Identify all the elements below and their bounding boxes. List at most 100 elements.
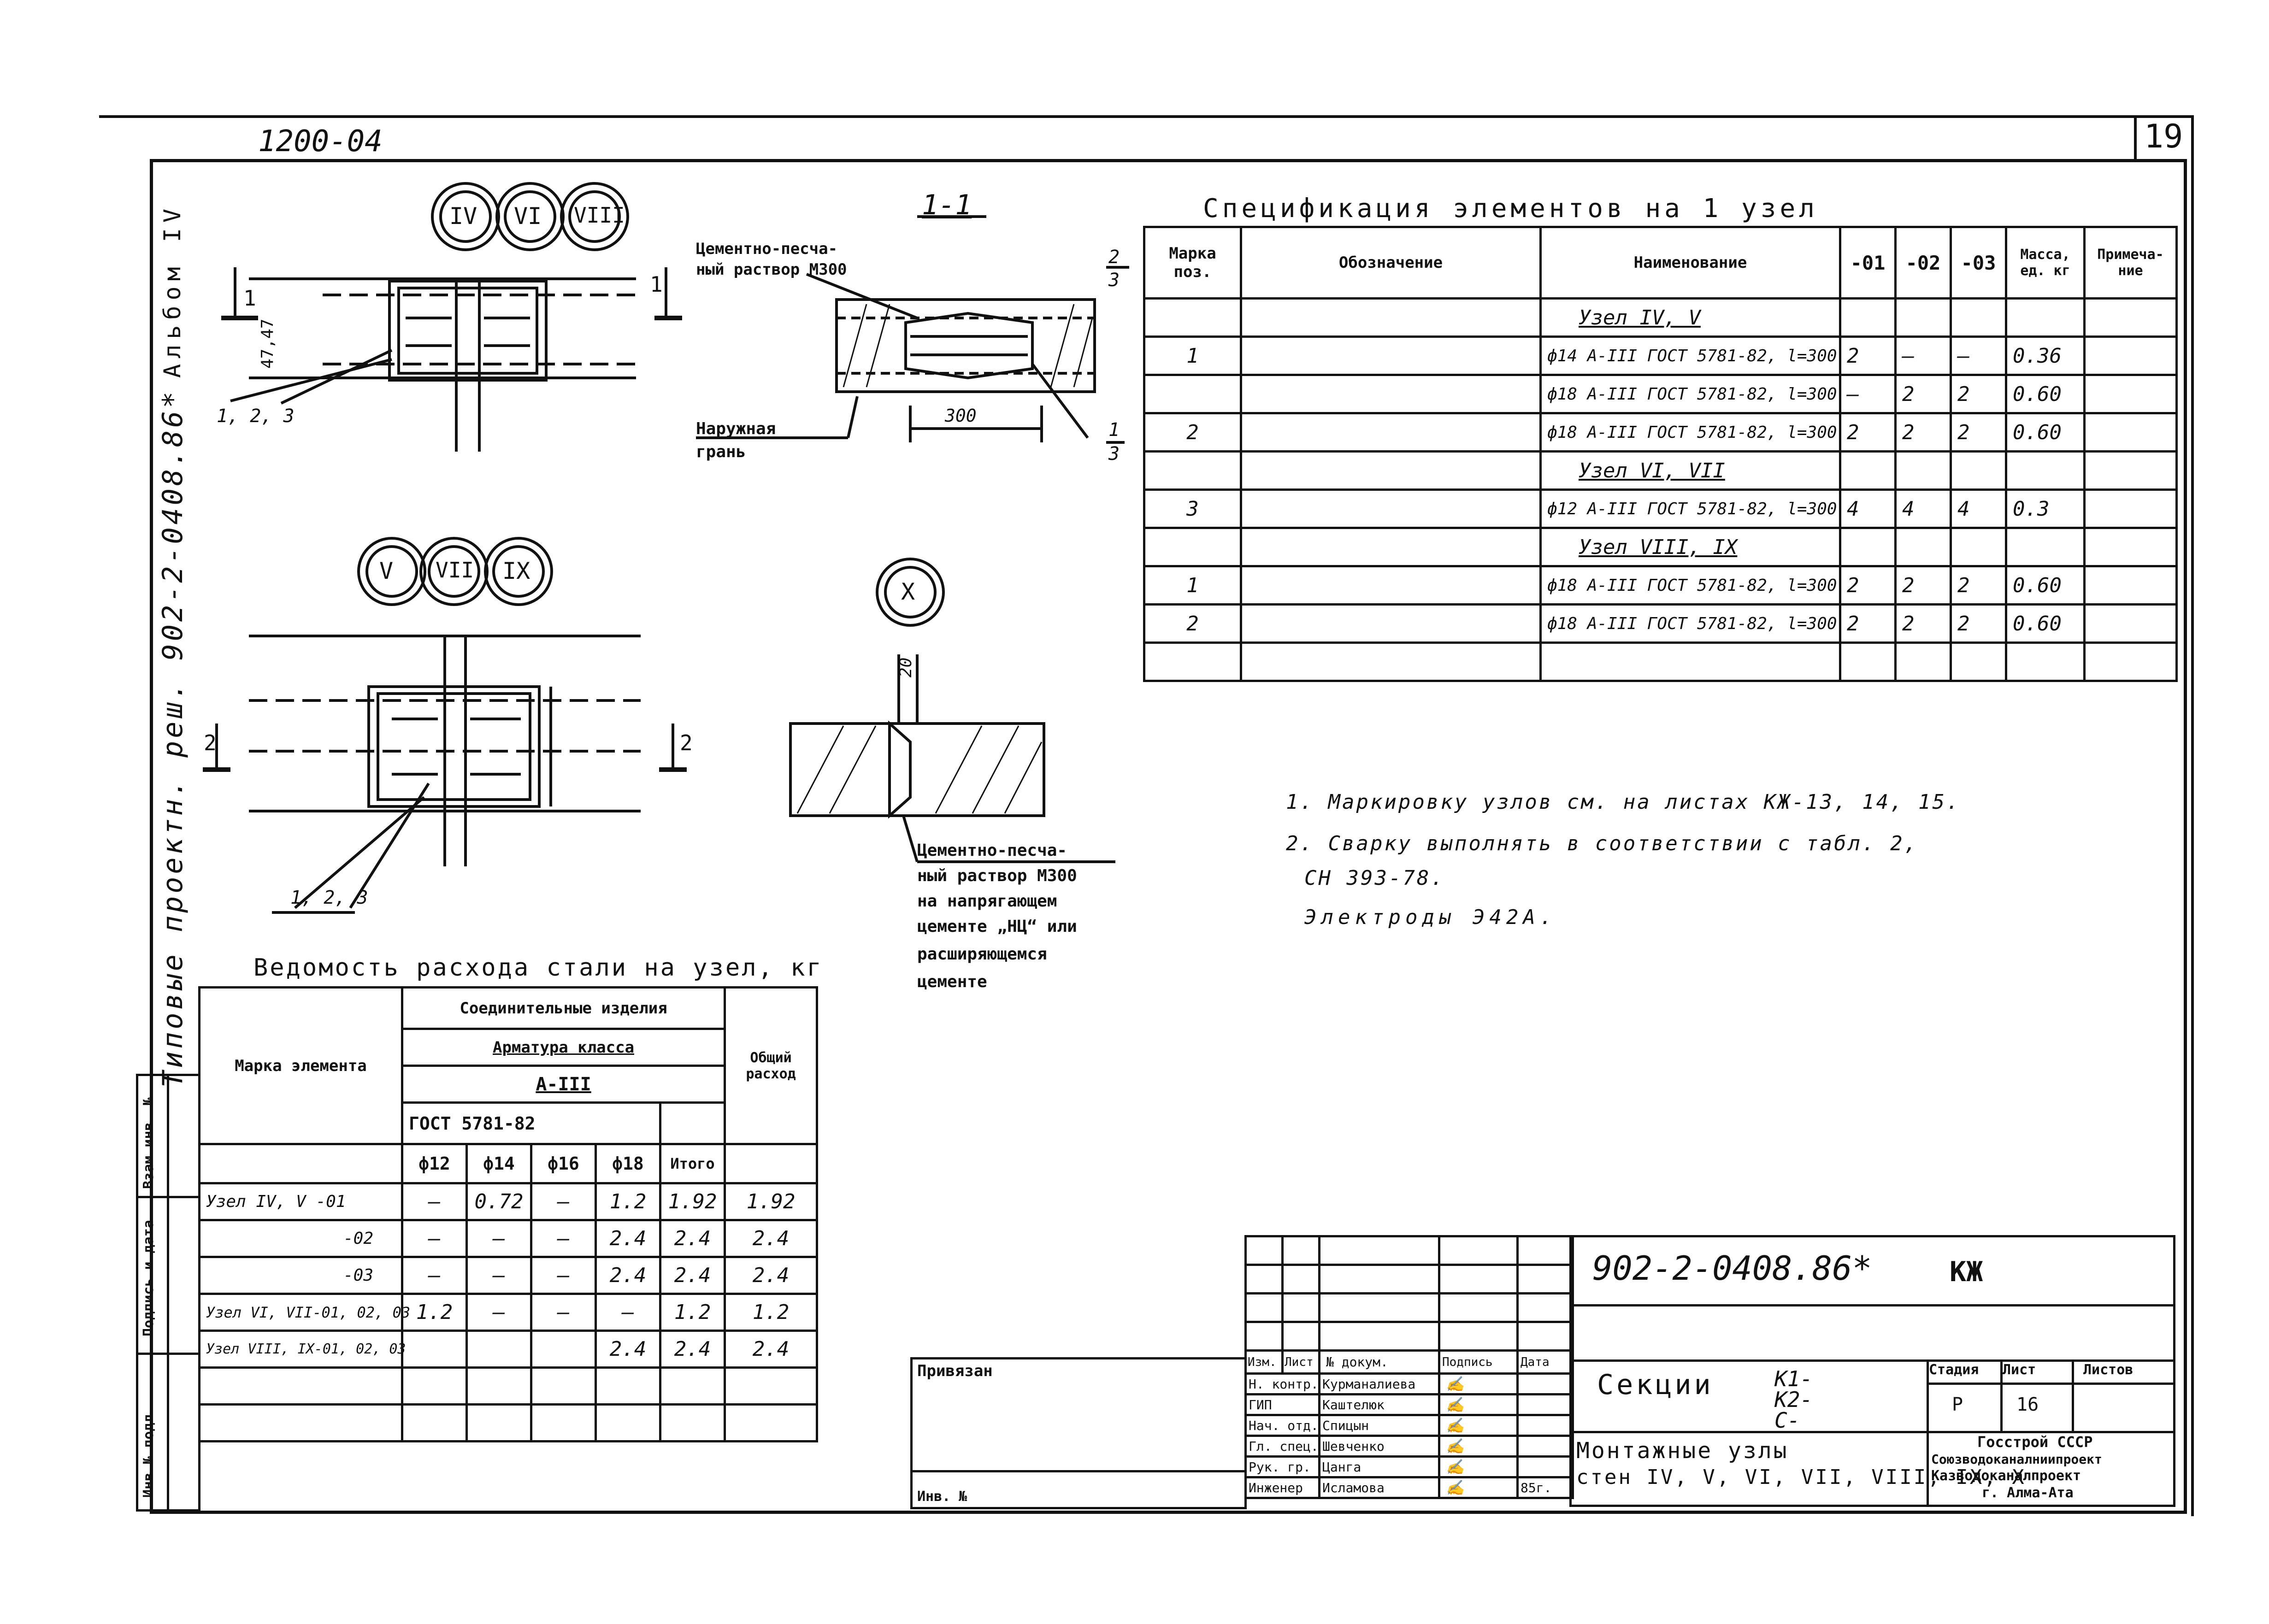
section-code-c: С- (1774, 1408, 1800, 1433)
signature-3: ✍ (1438, 1435, 1519, 1458)
note-4: Электроды Э42А. (1304, 906, 1557, 929)
stage-label: Стадия (1929, 1362, 1979, 1378)
org-line-2: Союзводоканалниипроект (1931, 1452, 2102, 1467)
signature-4: ✍ (1438, 1455, 1519, 1478)
table-row (198, 1366, 819, 1406)
mortar-label-1-line1: Цементно-песча- (696, 240, 838, 258)
spec-h-name: Наименование (1539, 226, 1841, 300)
steel-h-c18: ф18 (595, 1143, 661, 1184)
circle-label-ix: IX (502, 558, 530, 584)
table-row: Узел VIII, IX (1143, 527, 2178, 567)
org-line-1: Госстрой СССР (1977, 1433, 2093, 1451)
mortar-label-2-line4: цементе „НЦ“ или (917, 917, 1077, 936)
circle-label-vi: VI (514, 203, 542, 229)
tb-h-izm: Изм. (1244, 1349, 1284, 1375)
spec-h-designation: Обозначение (1240, 226, 1542, 300)
org-line-3: Казводоканалпроект (1931, 1468, 2081, 1484)
page-number-box (2134, 115, 2194, 159)
steel-h-class: А-III (401, 1065, 726, 1104)
steel-h-c14: ф14 (466, 1143, 532, 1184)
leader-123-a: 1, 2, 3 (217, 406, 295, 427)
sheet-value: 16 (2016, 1394, 2039, 1415)
table-row: Узел IV, V (1143, 297, 2178, 338)
section-mark-1b: 1 (650, 272, 663, 297)
table-row: 1 ф14 А-III ГОСТ 5781-82, l=300 2—— 0.36 (1143, 335, 2178, 376)
spec-h-note: Примеча-ние (2083, 226, 2178, 300)
steel-h-c12: ф12 (401, 1143, 468, 1184)
sheet-border (99, 115, 2194, 1516)
table-row: Н. контр. Курманалиева ✍ (1244, 1372, 1574, 1395)
frac-1-bottom: 3 (1108, 443, 1120, 465)
spec-h-01: -01 (1839, 226, 1897, 300)
table-row: Узел VI, VII-01, 02, 03 1.2 — — — 1.2 1.… (198, 1293, 819, 1332)
table-row: Узел VI, VII (1143, 450, 2178, 491)
steel-h-c16: ф16 (530, 1143, 597, 1184)
mortar-label-2-line2: ный раствор М300 (917, 866, 1077, 885)
section-mark-2a: 2 (204, 730, 217, 755)
page-number: 19 (2144, 118, 2183, 155)
sheets-label: Листов (2083, 1362, 2133, 1378)
table-row: Гл. спец. Шевченко ✍ (1244, 1435, 1574, 1458)
steel-h-mark: Марка элемента (198, 986, 403, 1145)
doc-mark: КЖ (1950, 1256, 1983, 1288)
steel-table: Марка элемента Соединительные изделия Об… (198, 986, 819, 1442)
signature-2: ✍ (1438, 1414, 1519, 1437)
tb-h-doc: № докум. (1318, 1349, 1440, 1375)
org-line-4: г. Алма-Ата (1982, 1485, 2074, 1501)
dim-20: 20 (896, 657, 915, 677)
circle-label-viii: VIII (574, 203, 625, 228)
table-row: Рук. гр. Цанга ✍ (1244, 1455, 1574, 1478)
mortar-label-2-line5: расширяющемся (917, 945, 1047, 964)
tb-h-sign: Подпись (1438, 1349, 1519, 1375)
tb-h-list: Лист (1281, 1349, 1320, 1375)
subtitle-2: стен IV, V, VI, VII, VIII, IX, X (1576, 1465, 2026, 1489)
table-row: Нач. отд. Спицын ✍ (1244, 1414, 1574, 1437)
spec-h-03: -03 (1950, 226, 2007, 300)
bound-label: Привязан (917, 1362, 993, 1380)
main-title-box (1569, 1235, 2175, 1507)
dim-300: 300 (945, 406, 977, 426)
note-2: 2. Сварку выполнять в соответствии с таб… (1286, 832, 1919, 855)
mortar-label-2-line1: Цементно-песча- (917, 841, 1067, 860)
frac-2-bottom: 3 (1108, 270, 1120, 291)
steel-h-total: Общий расход (724, 986, 819, 1145)
steel-h-gost: ГОСТ 5781-82 (401, 1101, 661, 1145)
corner-code: 1200-04 (258, 124, 383, 159)
spec-h-02: -02 (1894, 226, 1952, 300)
circle-label-v: V (379, 558, 394, 584)
section-code-k2: К2- (1774, 1387, 1813, 1412)
spec-h-mark: Марка поз. (1143, 226, 1242, 300)
circle-label-x: X (901, 578, 915, 605)
table-row: -02 — — — 2.4 2.4 2.4 (198, 1219, 819, 1258)
frac-2-top: 2 (1108, 247, 1120, 268)
steel-h-sum: Итого (659, 1143, 726, 1184)
note-3: СН 393-78. (1304, 866, 1445, 890)
inv-label: Инв. № (917, 1489, 967, 1505)
leader-123-b: 1, 2, 3 (290, 887, 368, 908)
outer-face-line1: Наружная (696, 419, 776, 438)
subtitle-1: Монтажные узлы (1576, 1438, 1789, 1464)
frac-1-top: 1 (1108, 419, 1120, 441)
signature-1: ✍ (1438, 1393, 1519, 1416)
section-code-k1: К1- (1774, 1366, 1813, 1391)
steel-h-products: Соединительные изделия (401, 986, 726, 1030)
mortar-label-2-line3: на напрягающем (917, 892, 1057, 911)
steel-title: Ведомость расхода стали на узел, кг (253, 954, 823, 982)
table-row (198, 1403, 819, 1442)
table-row: Узел IV, V -01 — 0.72 — 1.2 1.92 1.92 (198, 1182, 819, 1221)
outer-face-line2: грань (696, 442, 746, 461)
circle-label-vii: VII (436, 558, 474, 583)
spec-h-mass: Масса, ед. кг (2005, 226, 2086, 300)
circle-label-iv: IV (449, 203, 477, 229)
steel-h-rebar-class: Арматура класса (401, 1028, 726, 1067)
signature-table: Изм. Лист № докум. Подпись Дата Н. контр… (1244, 1235, 1574, 1499)
spec-title: Спецификация элементов на 1 узел (1203, 194, 1818, 224)
section-mark-1a: 1 (243, 286, 256, 311)
